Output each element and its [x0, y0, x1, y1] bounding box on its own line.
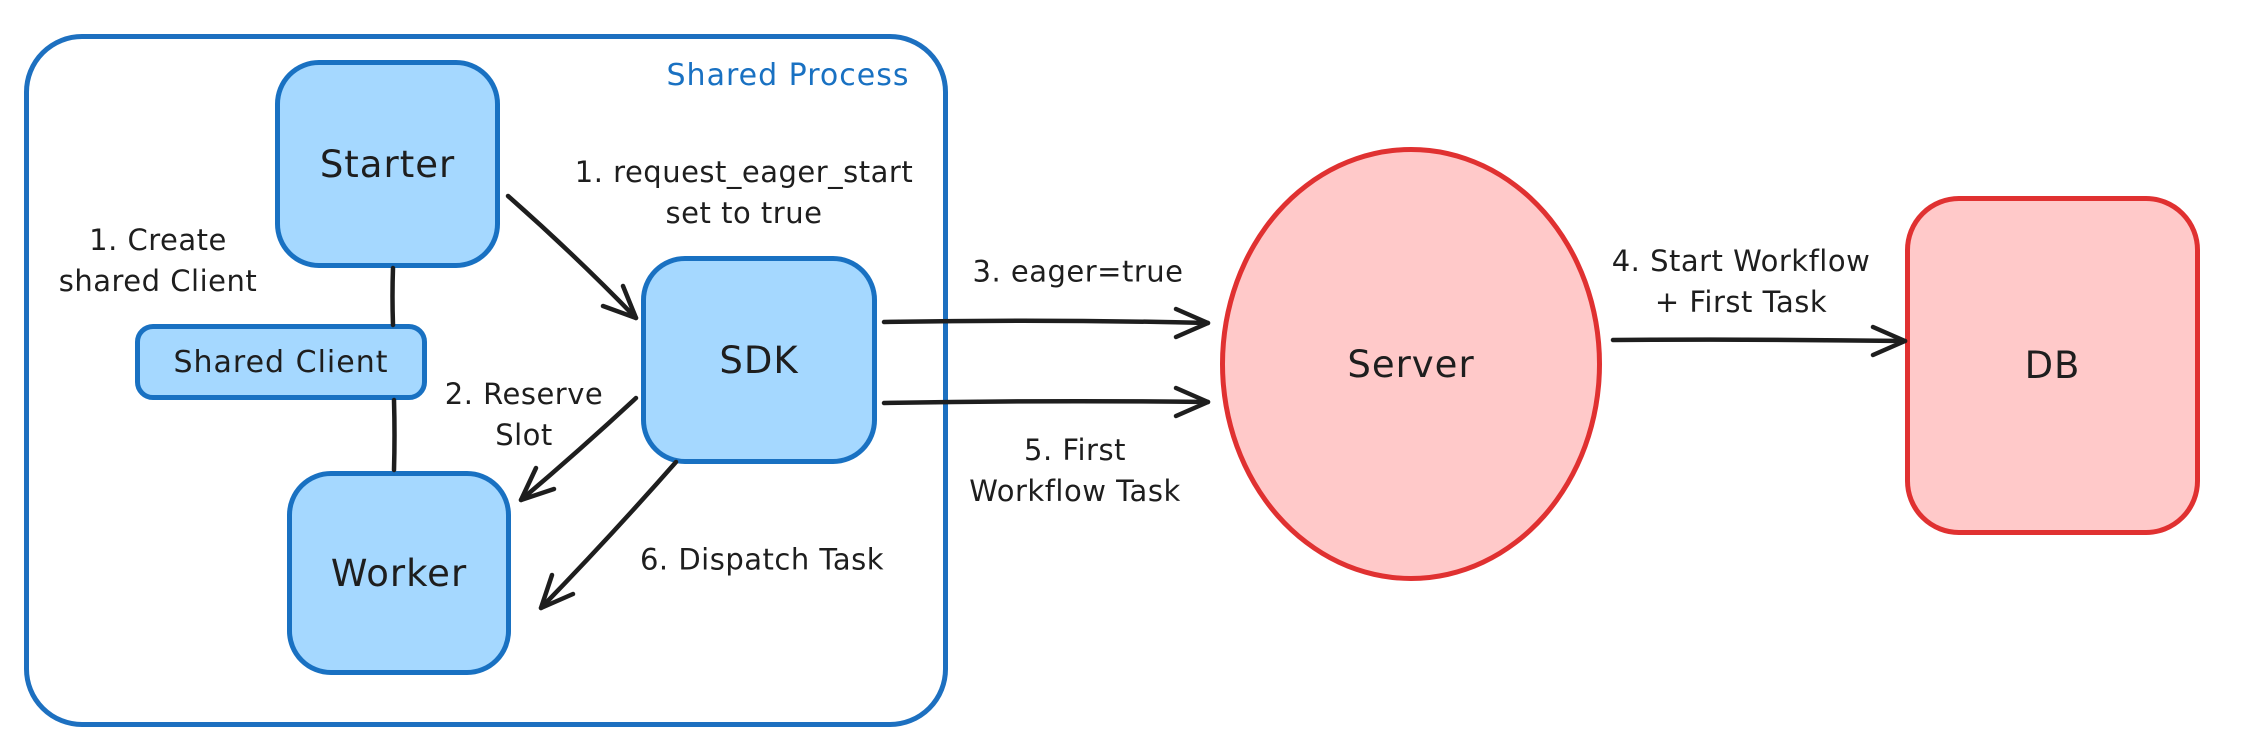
worker-node: Worker [287, 471, 511, 675]
annotation-start-workflow-first-task: 4. Start Workflow + First Task [1611, 243, 1871, 319]
arrow-4-head [1870, 324, 1908, 358]
shared-client-label: Shared Client [173, 344, 389, 380]
server-label: Server [1347, 342, 1475, 386]
shared-client-node: Shared Client [135, 324, 427, 400]
starter-label: Starter [319, 142, 456, 186]
shared-process-label: Shared Process [666, 58, 910, 93]
arrow-5-head [1173, 385, 1211, 419]
db-label: DB [2024, 344, 2081, 387]
worker-label: Worker [330, 551, 468, 595]
annotation-dispatch-task: 6. Dispatch Task [639, 542, 885, 577]
annotation-reserve-slot: 2. Reserve Slot [444, 376, 604, 452]
server-node: Server [1220, 147, 1602, 581]
annotation-first-workflow-task: 5. First Workflow Task [969, 432, 1181, 508]
shared-process-container [24, 34, 948, 727]
annotation-eager-true: 3. eager=true [972, 254, 1184, 289]
annotation-request-eager-start: 1. request_eager_start set to true [574, 154, 914, 230]
starter-node: Starter [275, 60, 500, 268]
db-node: DB [1905, 196, 2200, 535]
sdk-node: SDK [641, 256, 877, 464]
sdk-label: SDK [719, 338, 799, 382]
annotation-create-shared-client: 1. Create shared Client [58, 222, 258, 298]
arrow-3-head [1173, 306, 1211, 340]
arrow-4-line [1610, 337, 1908, 344]
